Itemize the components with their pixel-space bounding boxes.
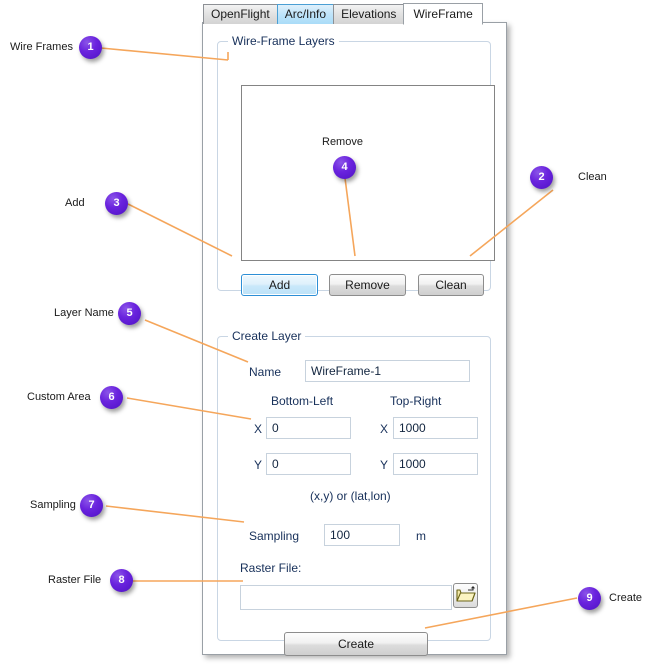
sampling-unit-label: m — [416, 529, 426, 543]
annotation-badge-5[interactable]: 5 — [118, 302, 141, 325]
annotation-label-1: Wire Frames — [10, 41, 73, 53]
wireframe-layers-groupbox: Wire-Frame Layers Add Remove Clean — [217, 34, 495, 296]
annotation-badge-8[interactable]: 8 — [110, 569, 133, 592]
sampling-label: Sampling — [249, 529, 300, 543]
tab-openflight[interactable]: OpenFlight — [203, 4, 278, 24]
wireframe-tab-panel: Wire-Frame Layers Add Remove Clean Creat… — [202, 22, 507, 656]
bottom-left-label: Bottom-Left — [271, 394, 334, 408]
top-right-x-input[interactable]: 1000 — [393, 417, 478, 439]
coordinate-hint: (x,y) or (lat,lon) — [310, 489, 391, 503]
create-layer-groupbox: Create Layer Name WireFrame-1 Bottom-Lef… — [217, 329, 491, 656]
create-button[interactable]: Create — [284, 632, 428, 656]
top-right-x-label: X — [380, 422, 389, 436]
bottom-left-x-input[interactable]: 0 — [266, 417, 351, 439]
bottom-left-x-label: X — [254, 422, 263, 436]
bottom-left-y-label: Y — [254, 458, 263, 472]
raster-file-input[interactable] — [240, 585, 452, 610]
tab-strip: OpenFlight Arc/Info Elevations WireFrame — [203, 2, 483, 25]
annotation-label-3: Add — [65, 197, 85, 209]
annotation-label-8: Raster File — [48, 574, 102, 586]
clean-button[interactable]: Clean — [418, 274, 484, 296]
top-right-label: Top-Right — [390, 394, 442, 408]
annotation-label-4: Remove — [322, 136, 363, 148]
name-label: Name — [249, 365, 282, 379]
annotation-badge-2[interactable]: 2 — [530, 166, 553, 189]
create-layer-group-title: Create Layer — [228, 329, 306, 343]
open-folder-icon — [456, 586, 476, 602]
wireframe-layers-group-title: Wire-Frame Layers — [228, 34, 339, 48]
annotation-label-2: Clean — [578, 171, 607, 183]
annotation-label-6: Custom Area — [27, 391, 91, 403]
annotation-badge-9[interactable]: 9 — [578, 587, 601, 610]
bottom-left-y-input[interactable]: 0 — [266, 453, 351, 475]
remove-button[interactable]: Remove — [329, 274, 406, 296]
layer-name-input[interactable]: WireFrame-1 — [305, 360, 470, 382]
tab-wireframe[interactable]: WireFrame — [403, 3, 483, 25]
raster-file-label: Raster File: — [240, 561, 302, 575]
annotation-badge-3[interactable]: 3 — [105, 192, 128, 215]
annotation-label-7: Sampling — [30, 499, 76, 511]
top-right-y-label: Y — [380, 458, 389, 472]
sampling-input[interactable]: 100 — [324, 524, 400, 546]
tab-arc-info[interactable]: Arc/Info — [276, 4, 335, 24]
annotation-badge-1[interactable]: 1 — [79, 36, 102, 59]
wireframe-layers-listbox[interactable] — [241, 85, 495, 261]
tab-elevations[interactable]: Elevations — [333, 4, 405, 24]
annotation-label-9: Create — [609, 592, 643, 604]
add-button[interactable]: Add — [241, 274, 318, 296]
annotation-label-5: Layer Name — [54, 307, 114, 319]
annotation-badge-6[interactable]: 6 — [100, 386, 123, 409]
annotation-badge-4[interactable]: 4 — [333, 156, 356, 179]
top-right-y-input[interactable]: 1000 — [393, 453, 478, 475]
annotation-badge-7[interactable]: 7 — [80, 494, 103, 517]
browse-raster-file-button[interactable] — [453, 583, 478, 608]
